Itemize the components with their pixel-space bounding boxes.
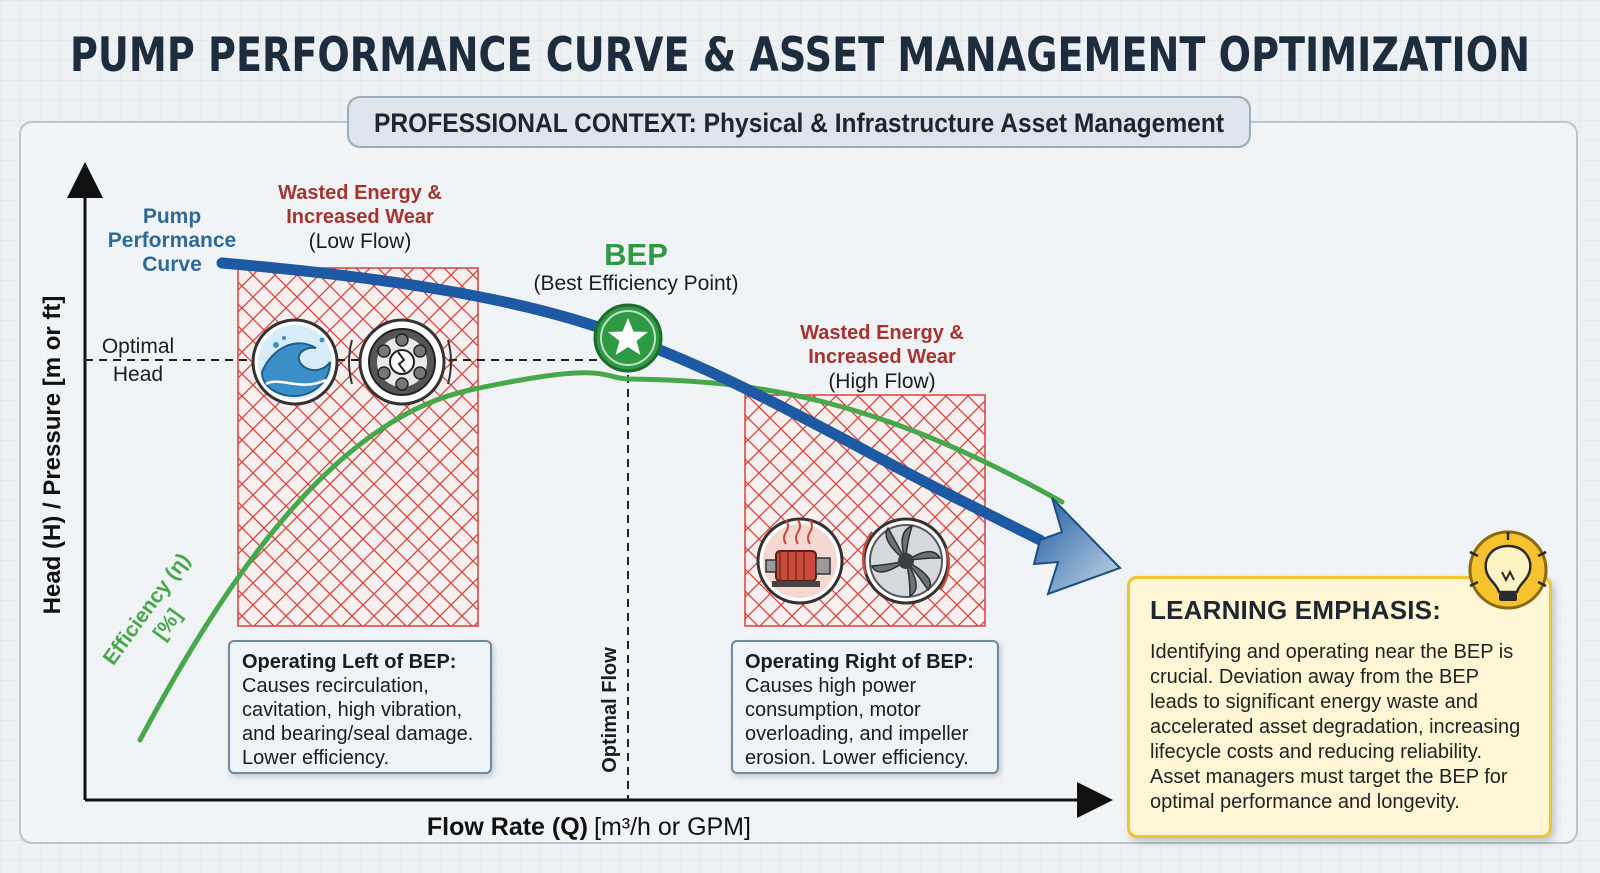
zone-title-line: Wasted Energy & <box>278 182 442 204</box>
zone-subtitle: (High Flow) <box>828 370 935 393</box>
learning-emphasis-panel: LEARNING EMPHASIS: Identifying and opera… <box>1127 576 1552 838</box>
zone-title-line: Increased Wear <box>286 206 434 228</box>
y-axis-label: Head (H) / Pressure [m or ft] <box>39 296 66 615</box>
eroded-impeller-icon <box>861 517 951 605</box>
optimal-head-line-text: Head <box>113 363 163 386</box>
callout-heading: Operating Left of BEP: <box>242 651 457 673</box>
optimal-head-line-text: Optimal <box>102 335 174 358</box>
optimal-head-label: Optimal Head <box>102 335 174 386</box>
bep-sublabel: (Best Efficiency Point) <box>533 272 738 295</box>
context-banner: PROFESSIONAL CONTEXT: Physical & Infrast… <box>347 96 1251 148</box>
learning-body: Identifying and operating near the BEP i… <box>1150 641 1521 813</box>
right-of-bep-callout: Operating Right of BEP: Causes high powe… <box>731 640 999 774</box>
pump-curve-label-line: Performance <box>108 229 236 252</box>
x-axis-label: Flow Rate (Q) <box>427 813 588 841</box>
page-title: PUMP PERFORMANCE CURVE & ASSET MANAGEMEN… <box>70 28 1530 83</box>
pump-curve-label: Pump Performance Curve <box>108 205 236 276</box>
high-flow-zone-label: Wasted Energy & Increased Wear (High Flo… <box>800 322 964 393</box>
overheating-motor-icon <box>756 517 844 605</box>
zone-subtitle: (Low Flow) <box>309 230 412 253</box>
pump-curve-label-line: Curve <box>142 253 202 276</box>
learning-heading: LEARNING EMPHASIS: <box>1150 595 1442 625</box>
callout-heading: Operating Right of BEP: <box>745 651 974 673</box>
efficiency-curve <box>137 370 1065 743</box>
context-text: PROFESSIONAL CONTEXT: Physical & Infrast… <box>374 108 1224 138</box>
lightbulb-badge-overlay <box>1468 530 1548 610</box>
x-axis-unit: [m³/h or GPM] <box>594 813 751 841</box>
left-of-bep-callout: Operating Left of BEP: Causes recirculat… <box>228 640 492 774</box>
curve-arrowhead <box>1032 497 1122 596</box>
bep-marker <box>593 303 663 373</box>
damaged-bearing-icon <box>348 318 452 406</box>
callout-body: Causes high power consumption, motor ove… <box>745 675 969 769</box>
optimal-flow-label: Optimal Flow <box>599 647 621 773</box>
bep-label: BEP <box>604 237 668 272</box>
zone-title-line: Wasted Energy & <box>800 322 964 344</box>
zone-title-line: Increased Wear <box>808 346 956 368</box>
bep-star-icon <box>608 318 648 355</box>
low-flow-zone-label: Wasted Energy & Increased Wear (Low Flow… <box>278 182 442 253</box>
callout-body: Causes recirculation, cavitation, high v… <box>242 675 474 769</box>
pump-curve-label-line: Pump <box>143 205 201 228</box>
cavitation-wave-icon <box>251 318 339 406</box>
